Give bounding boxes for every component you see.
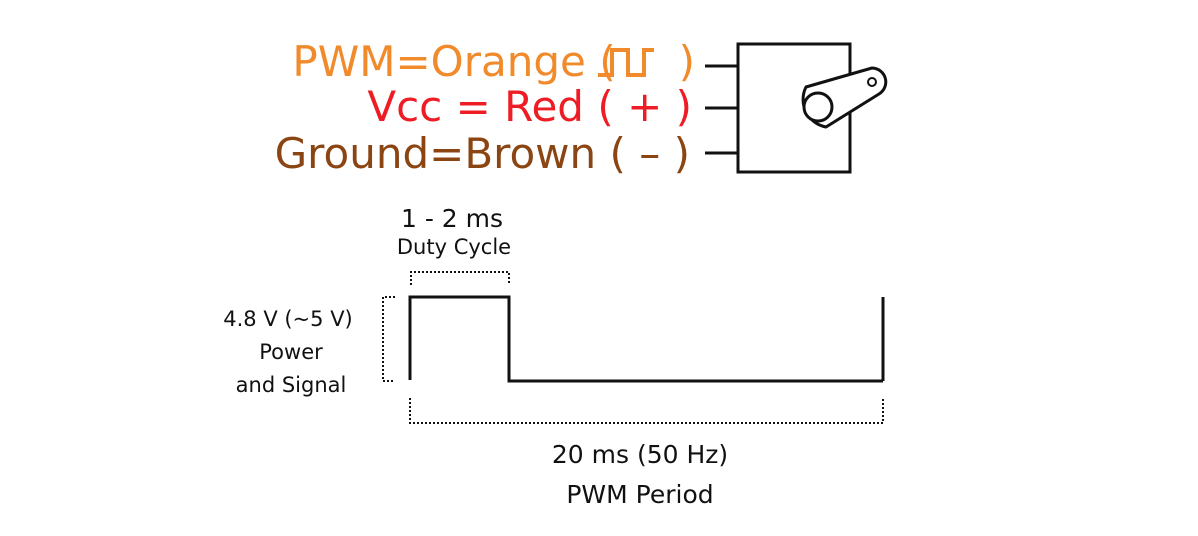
pwm-wire-label: PWM=Orange ( ) [292,37,695,86]
ground-wire-symbol-space [596,129,609,178]
pwm-close-paren: ) [679,37,695,86]
period-value: 20 ms (50 Hz) [552,440,728,469]
pwm-waveform [408,295,885,383]
vcc-wire-symbol: ( + ) [597,82,692,131]
square-wave-gap [616,37,679,86]
vcc-wire-color: Red [504,82,584,131]
ground-wire-label: Ground=Brown ( – ) [275,129,690,178]
duty-cycle-value: 1 - 2 ms [401,204,503,233]
pwm-wire-color: Orange [431,37,586,86]
period-bracket [409,398,884,424]
voltage-bracket [382,296,395,382]
duty-cycle-bracket [410,271,510,285]
ground-wire-name: Ground [275,129,430,178]
vcc-wire-symbol-space [584,82,597,131]
vcc-wire-separator: = [442,82,504,131]
ground-wire-symbol: ( – ) [610,129,690,178]
voltage-value: 4.8 V (~5 V) [223,307,353,331]
pwm-wire-name: PWM [292,37,395,86]
pwm-wire-separator: = [395,37,430,86]
ground-wire-separator: = [429,129,464,178]
servo-horn-icon [801,66,888,129]
duty-cycle-label: Duty Cycle [397,235,511,259]
vcc-wire-label: Vcc = Red ( + ) [367,82,692,131]
voltage-signal-label: and Signal [236,373,347,397]
ground-wire-color: Brown [464,129,596,178]
vcc-wire-name: Vcc [367,82,442,131]
voltage-power-label: Power [259,340,323,364]
period-label: PWM Period [566,480,713,509]
square-wave-icon [598,48,654,77]
